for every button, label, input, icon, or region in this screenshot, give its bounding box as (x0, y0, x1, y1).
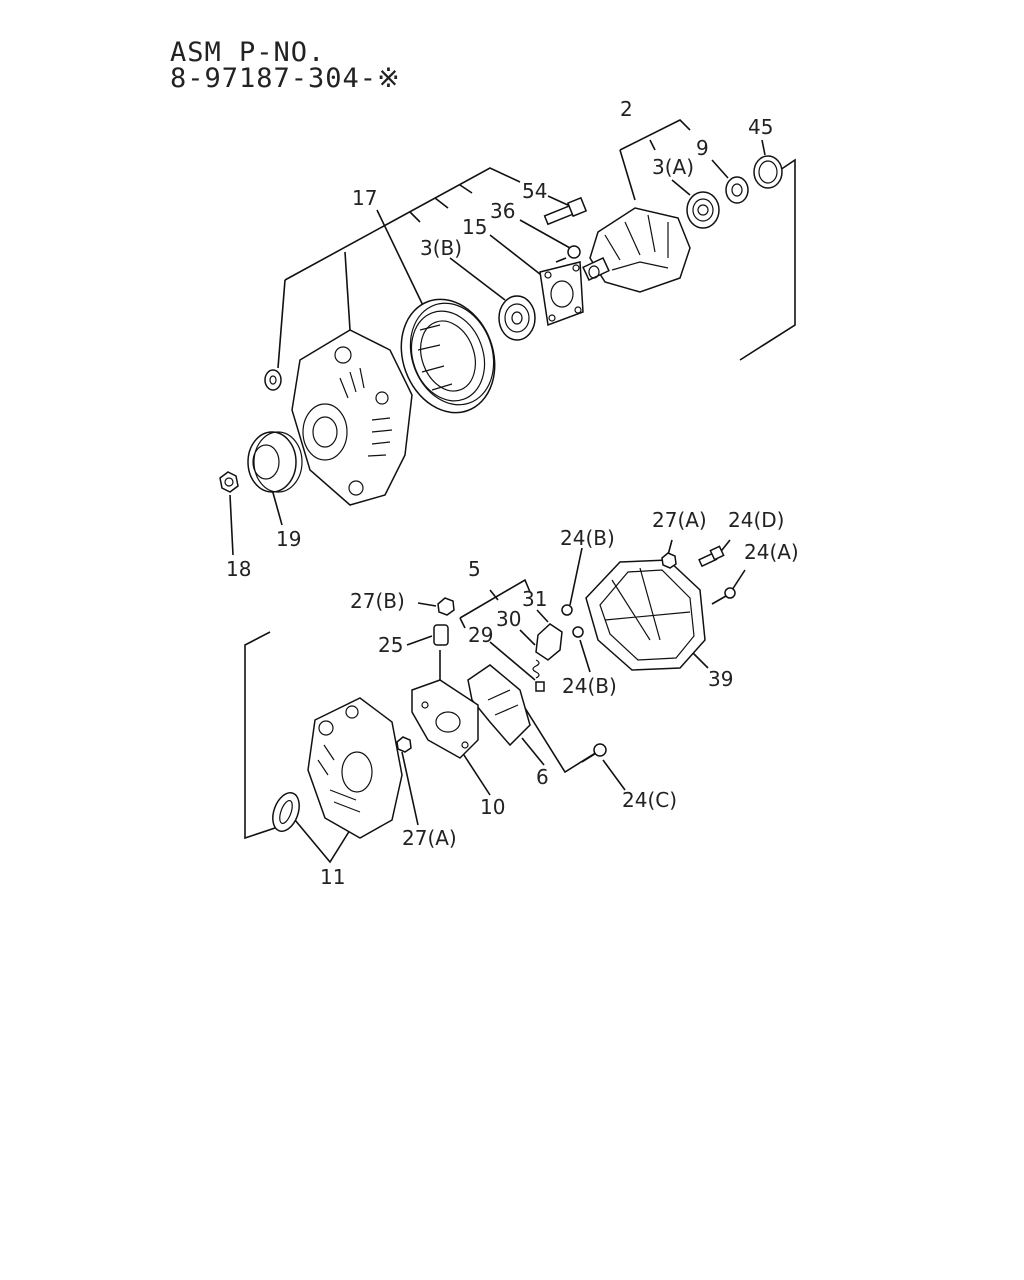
part-17-stator (400, 298, 496, 414)
part-25-insulator (433, 624, 449, 646)
part-9-washer (725, 176, 749, 204)
part-31-terminal (535, 623, 563, 661)
part-19-pulley (247, 431, 303, 493)
part-27a-top-nut (661, 552, 677, 569)
part-24b-mid-screw (572, 626, 584, 638)
callout-24b-mid: 24(B) (562, 674, 617, 698)
part-24a-screw (711, 587, 736, 605)
callout-15: 15 (462, 215, 487, 239)
callout-24b-top: 24(B) (560, 526, 615, 550)
callout-27b: 27(B) (350, 589, 405, 613)
part-2-rotor (582, 207, 691, 293)
callout-31: 31 (522, 587, 547, 611)
callout-10: 10 (480, 795, 505, 819)
part-30-spring (532, 659, 540, 679)
part-11-gasket (272, 792, 300, 832)
callout-17: 17 (352, 186, 377, 210)
part-54-stud (543, 196, 588, 226)
callout-9: 9 (696, 136, 709, 160)
part-27b-nut (437, 597, 455, 616)
part-3b-bearing (498, 295, 536, 341)
callout-45: 45 (748, 115, 773, 139)
upper-leader-lines (229, 119, 796, 556)
callout-36: 36 (490, 199, 515, 223)
part-36-screw (555, 245, 581, 263)
callout-19: 19 (276, 527, 301, 551)
callout-24c: 24(C) (622, 788, 677, 812)
part-24c-screw (581, 743, 607, 763)
part-3a-bearing (686, 191, 720, 229)
callout-18: 18 (226, 557, 251, 581)
assembly-part-number-label: ASM P-NO. (170, 37, 326, 68)
part-45-ring (753, 155, 783, 189)
part-29-brush (535, 681, 545, 692)
callout-2: 2 (620, 97, 633, 121)
callout-5: 5 (468, 557, 481, 581)
callout-6: 6 (536, 765, 549, 789)
front-housing-washer (264, 369, 282, 391)
callout-39: 39 (708, 667, 733, 691)
part-39-rear-cover (585, 559, 706, 671)
callout-54: 54 (522, 179, 547, 203)
callout-25: 25 (378, 633, 403, 657)
part-24d-bolt (698, 545, 725, 568)
callout-29: 29 (468, 623, 493, 647)
callout-27a-bot: 27(A) (402, 826, 457, 850)
rear-end-frame (307, 697, 403, 839)
callout-labels: 2 45 9 3(A) 54 17 36 15 3(B) 19 18 27(A)… (226, 97, 799, 889)
callout-24d: 24(D) (728, 508, 784, 532)
drive-end-frame (291, 329, 413, 506)
callout-27a-top: 27(A) (652, 508, 707, 532)
part-18-nut (219, 471, 239, 493)
callout-3b: 3(B) (420, 236, 462, 260)
assembly-part-number-value: 8-97187-304-※ (170, 63, 401, 94)
callout-24a: 24(A) (744, 540, 799, 564)
part-15-plate (539, 261, 584, 327)
part-24b-top-screw (561, 604, 573, 616)
callout-3a: 3(A) (652, 155, 694, 179)
part-27a-bottom-nut (396, 736, 412, 753)
callout-11: 11 (320, 865, 345, 889)
part-10-rectifier (411, 650, 479, 759)
callout-30: 30 (496, 607, 521, 631)
